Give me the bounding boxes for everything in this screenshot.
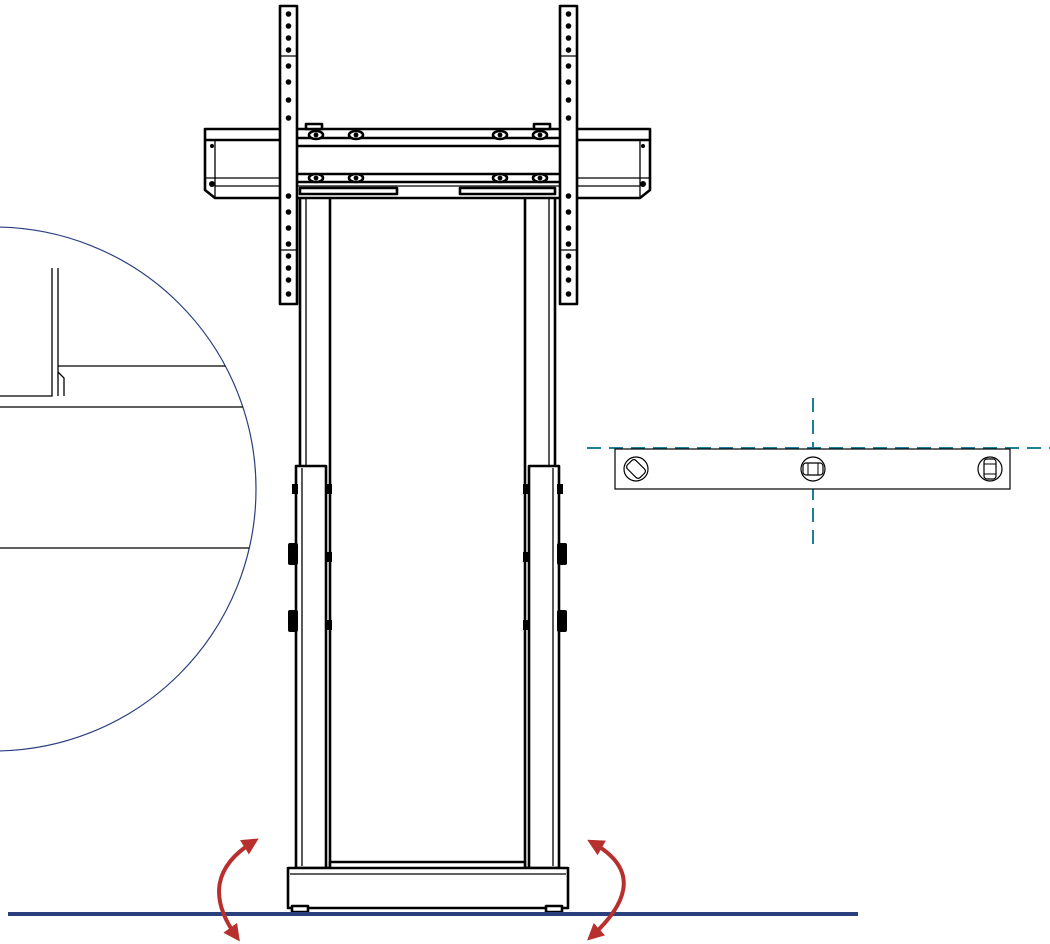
detail-magnifier-icon: [0, 226, 257, 752]
right-column: [523, 186, 561, 870]
level-vial-center: [800, 456, 826, 482]
stand-base: [286, 860, 570, 914]
spirit-level-icon: [587, 398, 1050, 548]
left-vesa-plate: [278, 4, 299, 306]
level-vial-right: [977, 456, 1003, 482]
left-tilt-arrow-icon: [217, 838, 259, 942]
detail-circle-outline: [0, 226, 257, 752]
detail-circle-contents: [0, 268, 256, 549]
right-vesa-plate: [558, 4, 579, 306]
column-knobs: [288, 484, 567, 632]
level-vial-left: [623, 456, 649, 482]
right-tilt-arrow-icon: [587, 839, 626, 941]
crossbar-shelf: [203, 122, 652, 200]
left-column: [294, 186, 332, 870]
